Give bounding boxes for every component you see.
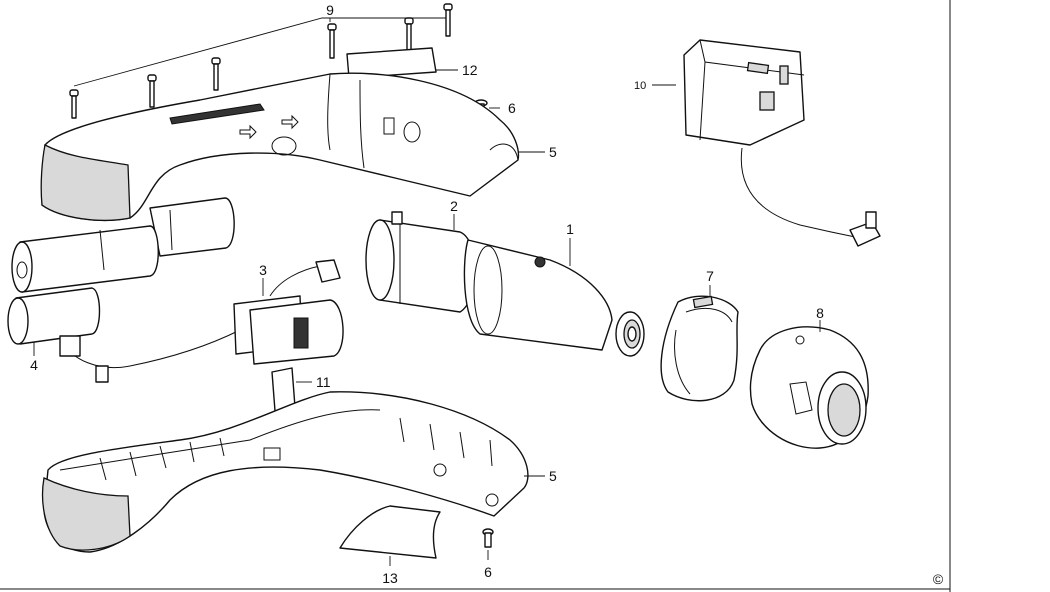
motor-part-2 <box>365 211 476 313</box>
housing-lower-part-5 <box>41 391 545 553</box>
housing-upper-part-5 <box>40 72 545 221</box>
callout-12: 12 <box>462 62 478 78</box>
screw-part-6-bottom <box>482 528 494 560</box>
collar-part-7 <box>660 285 739 402</box>
callout-9: 9 <box>326 2 334 18</box>
callout-5-bottom: 5 <box>549 468 557 484</box>
callout-labels: 9 12 6 5 10 2 1 3 7 8 4 11 5 13 6 © <box>30 2 944 587</box>
callout-1: 1 <box>566 221 574 237</box>
label-part-12 <box>346 47 458 79</box>
callout-7: 7 <box>706 268 714 284</box>
callout-8: 8 <box>816 305 824 321</box>
battery-pack-part-4 <box>7 197 241 383</box>
frame <box>0 0 951 592</box>
callout-10: 10 <box>634 80 646 92</box>
callout-2: 2 <box>450 198 458 214</box>
callout-4: 4 <box>30 357 38 373</box>
nose-cap-part-8 <box>749 320 869 449</box>
screws-part-9 <box>69 3 453 119</box>
callout-13: 13 <box>382 570 398 586</box>
callout-5-top: 5 <box>549 144 557 160</box>
callout-6-top: 6 <box>508 100 516 116</box>
switch-module-part-3 <box>233 259 344 365</box>
copyright-mark: © <box>933 571 944 587</box>
callout-3: 3 <box>259 262 267 278</box>
charger-part-10 <box>652 39 881 247</box>
callout-11: 11 <box>316 374 331 390</box>
gearbox-part-1 <box>463 238 645 357</box>
label-part-13 <box>339 505 441 566</box>
callout-6-bottom: 6 <box>484 564 492 580</box>
